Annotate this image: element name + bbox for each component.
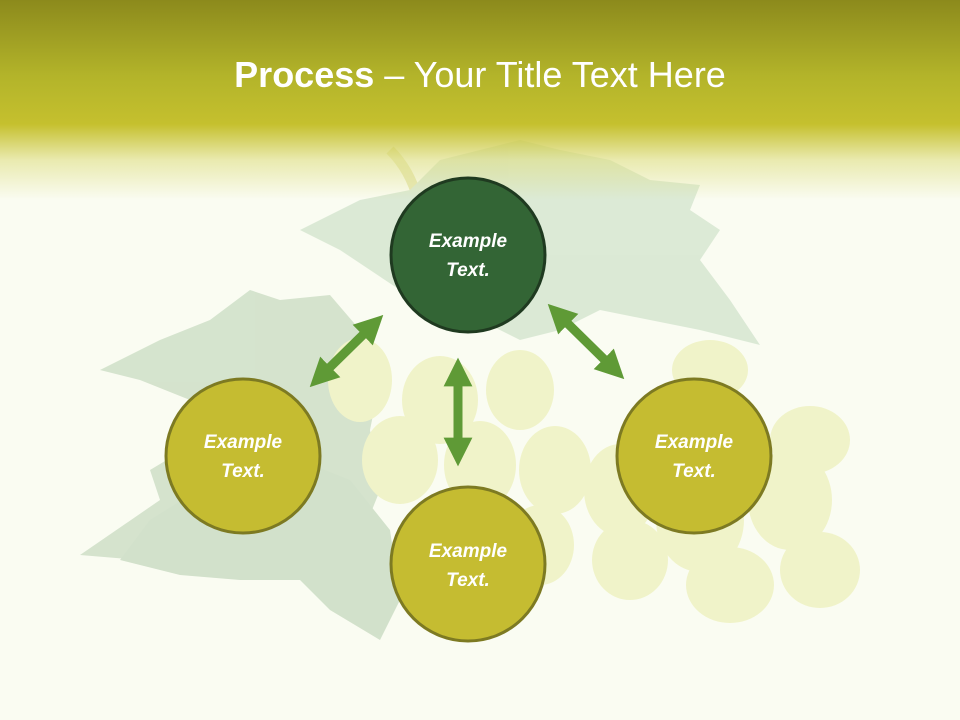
title-bar — [0, 0, 960, 200]
node-left: Example Text. — [164, 377, 322, 535]
slide-title: Process – Your Title Text Here — [0, 52, 960, 98]
node-right: Example Text. — [615, 377, 773, 535]
node-left-line2: Text. — [221, 461, 265, 482]
node-left-line1: Example — [204, 432, 283, 453]
title-bold: Process — [234, 54, 375, 95]
connector-top-right — [547, 303, 625, 380]
node-right-line2: Text. — [672, 461, 716, 482]
title-rest: – Your Title Text Here — [374, 54, 726, 95]
connector-top-left — [309, 314, 384, 388]
node-top-line2: Text. — [446, 260, 490, 281]
node-right-line1: Example — [655, 432, 734, 453]
node-bottom-circle — [389, 485, 547, 643]
node-top-line1: Example — [429, 231, 508, 252]
node-left-circle — [164, 377, 322, 535]
node-top-circle — [389, 176, 547, 334]
node-right-circle — [615, 377, 773, 535]
node-top: Example Text. — [389, 176, 547, 334]
node-bottom-line2: Text. — [446, 570, 490, 591]
node-bottom: Example Text. — [389, 485, 547, 643]
node-bottom-line1: Example — [429, 541, 508, 562]
